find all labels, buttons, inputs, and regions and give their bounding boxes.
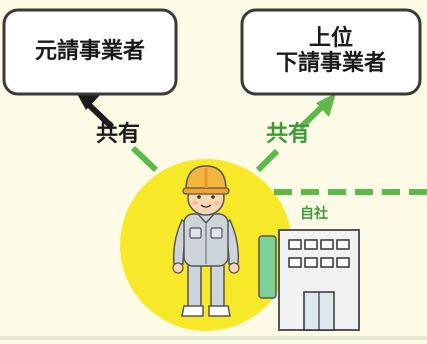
share-arrow-right bbox=[255, 93, 336, 173]
worker-illustration bbox=[172, 165, 240, 317]
prime-contractor-label: 元請事業者 bbox=[4, 10, 176, 94]
upper-subcontractor-line2: 下請事業者 bbox=[275, 51, 386, 76]
share-label-right: 共有 bbox=[266, 122, 311, 147]
upper-subcontractor-line1: 上位 bbox=[308, 26, 353, 52]
prime-contractor-box bbox=[2, 8, 178, 96]
upper-subcontractor-label: 上位 下請事業者 bbox=[242, 10, 420, 94]
share-arrow-left bbox=[76, 92, 159, 173]
company-building-icon bbox=[258, 229, 360, 331]
upper-subcontractor-box bbox=[240, 8, 422, 96]
share-label-left: 共有 bbox=[96, 122, 141, 147]
own-company-label: 自社 bbox=[300, 206, 328, 222]
prime-contractor-text: 元請事業者 bbox=[34, 38, 145, 64]
